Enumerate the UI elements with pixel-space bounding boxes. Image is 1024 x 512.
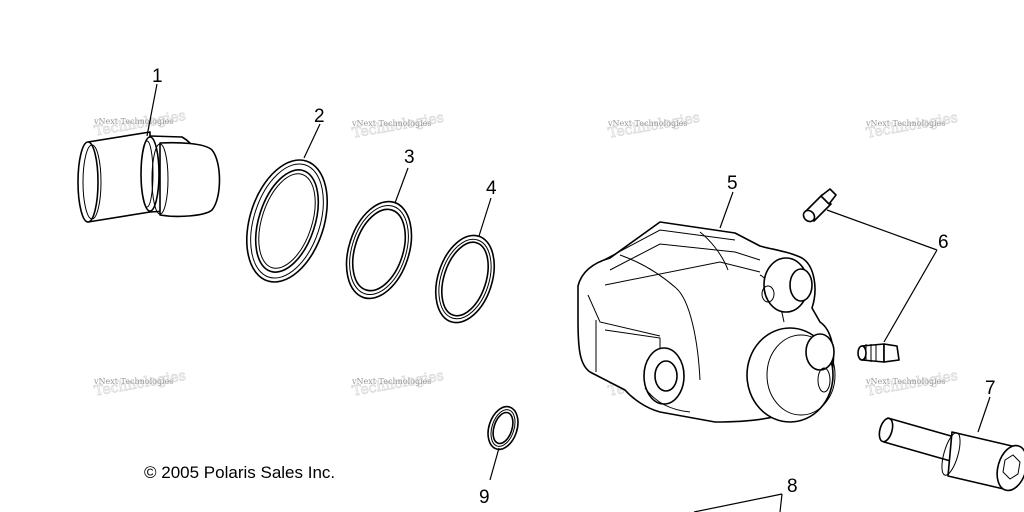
part-4-ring[interactable] — [425, 228, 504, 330]
leader-lines — [146, 83, 991, 512]
part-2-seal-ring[interactable] — [232, 150, 341, 293]
watermark: Technologies vNext Technologies — [351, 109, 446, 142]
copyright-text: © 2005 Polaris Sales Inc. — [144, 463, 335, 482]
part-3-ring[interactable] — [335, 193, 423, 307]
watermark: Technologies vNext Technologies — [93, 367, 188, 400]
callout-9: 9 — [479, 487, 490, 508]
watermark: Technologies vNext Technologies — [865, 367, 960, 400]
leader-line-1 — [146, 83, 158, 137]
part-6-bleeder-screw-upper[interactable] — [801, 188, 837, 224]
leader-line-6 — [826, 209, 938, 343]
part-6-bleeder-screw-lower[interactable] — [857, 343, 900, 363]
leader-line-7 — [977, 396, 991, 433]
leader-line-4 — [478, 197, 492, 237]
callout-2: 2 — [314, 106, 325, 127]
watermark-text: vNext Technologies — [93, 117, 173, 126]
callout-7: 7 — [985, 378, 996, 399]
watermark-text: vNext Technologies — [865, 119, 945, 128]
callout-3: 3 — [404, 147, 415, 168]
leader-line-3 — [394, 167, 409, 204]
callout-4: 4 — [486, 178, 497, 199]
watermark-text: vNext Technologies — [607, 119, 687, 128]
watermark: Technologies vNext Technologies — [607, 109, 702, 142]
part-7-pin[interactable] — [877, 417, 1024, 494]
watermark-text: vNext Technologies — [351, 377, 431, 386]
leader-line-9 — [489, 447, 500, 481]
part-9-o-ring[interactable] — [483, 403, 523, 453]
part-5-caliper-housing[interactable] — [577, 221, 836, 423]
callout-5: 5 — [727, 173, 738, 194]
watermark-text: vNext Technologies — [865, 377, 945, 386]
callout-labels: 1 2 3 4 5 6 7 8 9 — [152, 66, 996, 508]
watermark-text: vNext Technologies — [351, 119, 431, 128]
leader-line-5 — [719, 191, 734, 229]
callout-6: 6 — [938, 232, 949, 253]
leader-line-2 — [303, 123, 321, 159]
watermark: Technologies vNext Technologies — [351, 367, 446, 400]
watermark: Technologies vNext Technologies — [865, 109, 960, 142]
callout-8: 8 — [787, 476, 798, 497]
part-1-piston[interactable] — [77, 131, 221, 223]
callout-1: 1 — [152, 66, 163, 87]
leader-line-8 — [693, 493, 783, 512]
watermark-text: vNext Technologies — [93, 377, 173, 386]
